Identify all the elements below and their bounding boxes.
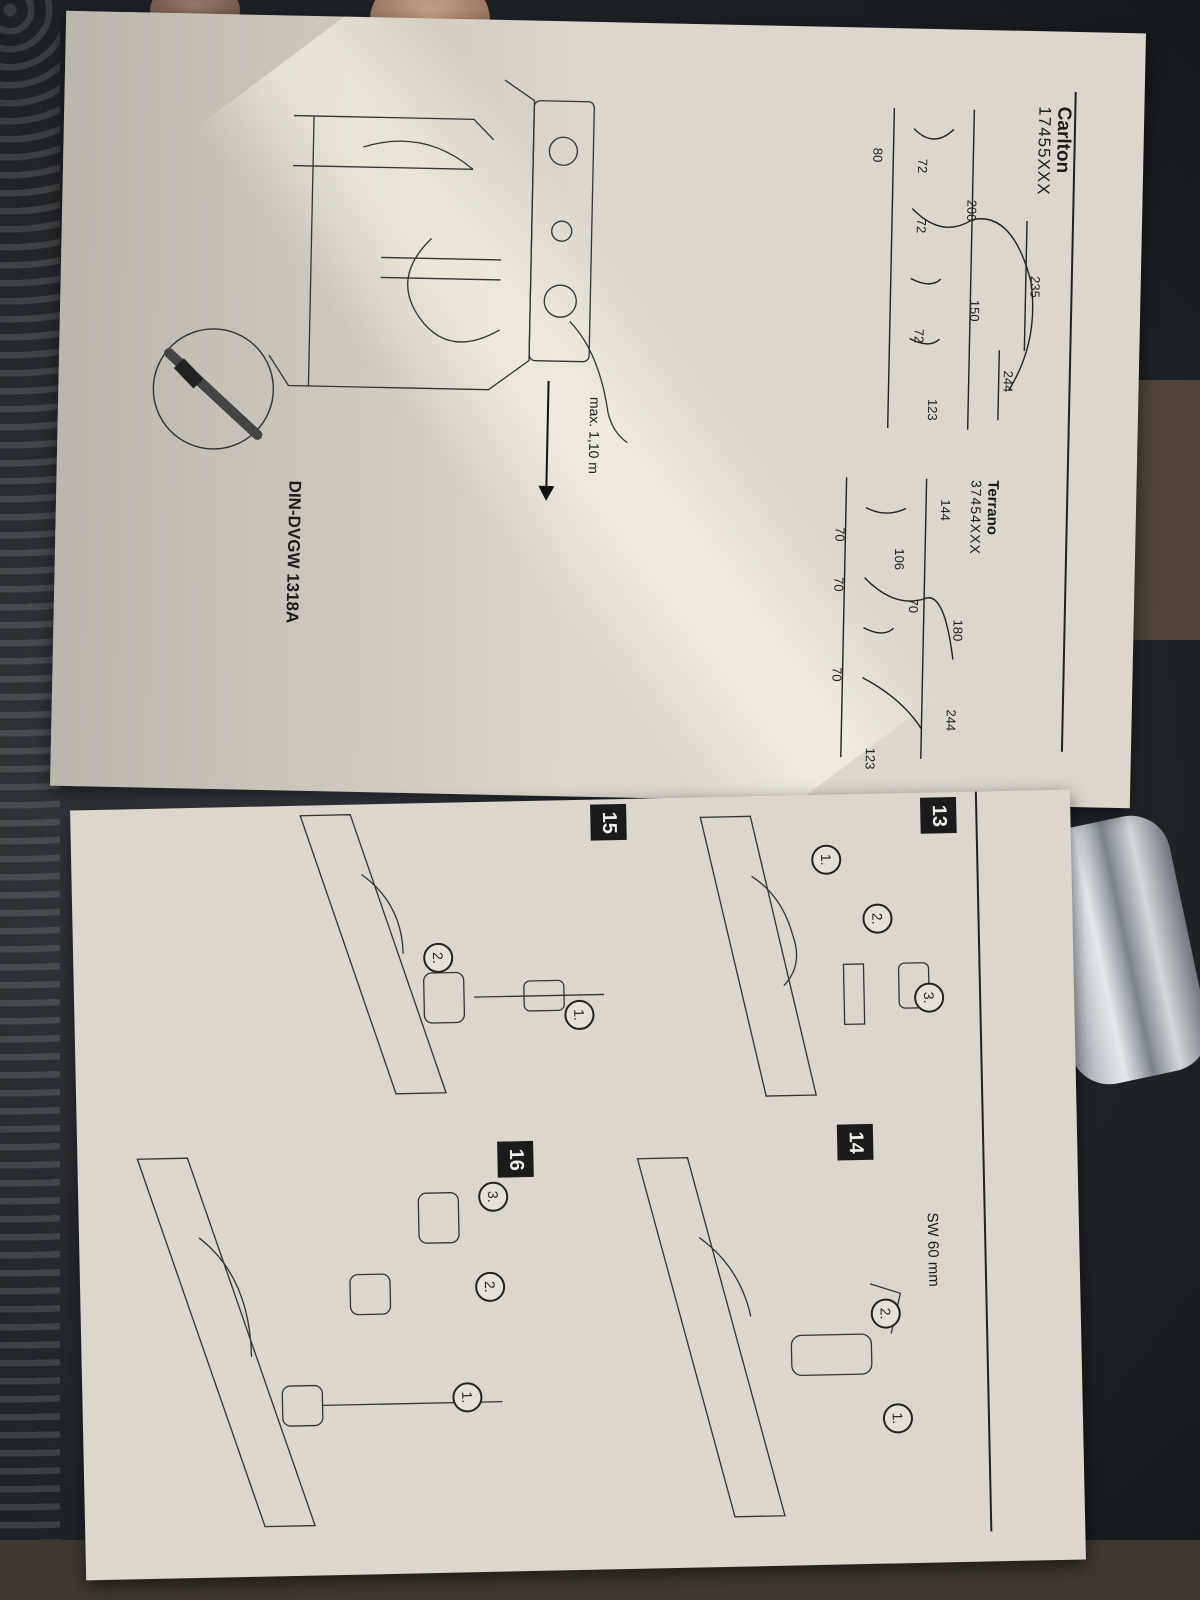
tub-mixer-installation-drawing	[268, 79, 628, 444]
model-name-terrano: Terrano	[983, 480, 1002, 536]
wrench-size-note: SW 60 mm	[923, 1212, 943, 1287]
dim-label: 144	[938, 499, 953, 521]
dim-label: 150	[967, 300, 982, 322]
hose-detail-circle	[152, 328, 275, 450]
dim-label: 180	[950, 619, 965, 641]
standard-label: DIN-DVGW 1318A	[282, 480, 305, 624]
dim-label: 70	[906, 598, 921, 613]
dim-label: 70	[831, 577, 846, 592]
carlton-dim-labels: 80 72 72 72 200 235 150 244 123	[870, 148, 1043, 421]
dim-label: 106	[892, 548, 907, 570]
instruction-page-top: Carlton 17455XXX Terrano 37454XXX 80 72 …	[50, 10, 1146, 809]
dim-label: 72	[915, 159, 930, 174]
dim-label: 200	[964, 200, 979, 222]
hose-length-arrow	[538, 380, 555, 501]
hose-length-note: max. 1,10 m	[585, 396, 604, 475]
bubble-wrap	[0, 0, 60, 1600]
model-name-carlton: Carlton	[1052, 106, 1075, 174]
header-rule	[1060, 91, 1077, 752]
step-13-drawing	[699, 815, 930, 1097]
instruction-page-bottom: 13 14 15 16 1. 2. 3. SW 60 mm 1.	[70, 789, 1086, 1581]
dim-label: 123	[925, 399, 940, 421]
carlton-dimension-drawing: 80 72 72 72 200 235 150 244 123	[870, 108, 1043, 430]
step-15-drawing	[299, 814, 605, 1095]
dim-label: 72	[914, 219, 929, 234]
dim-label: 244	[943, 709, 958, 731]
terrano-dim-labels: 144 70 70 70 106 70 180 244 123	[829, 499, 965, 770]
dim-label: 70	[829, 667, 844, 682]
step-16-drawing	[136, 1157, 503, 1528]
step-14-drawing	[636, 1157, 902, 1518]
dim-label: 72	[911, 329, 926, 344]
terrano-dimension-drawing: 144 70 70 70 106 70 180 244 123	[829, 477, 966, 770]
dim-label: 123	[863, 748, 878, 770]
dim-label: 235	[1027, 276, 1042, 298]
header-rule	[974, 791, 993, 1532]
dim-label: 80	[870, 148, 885, 163]
dim-label: 70	[832, 527, 847, 542]
dim-label: 244	[1000, 370, 1015, 392]
